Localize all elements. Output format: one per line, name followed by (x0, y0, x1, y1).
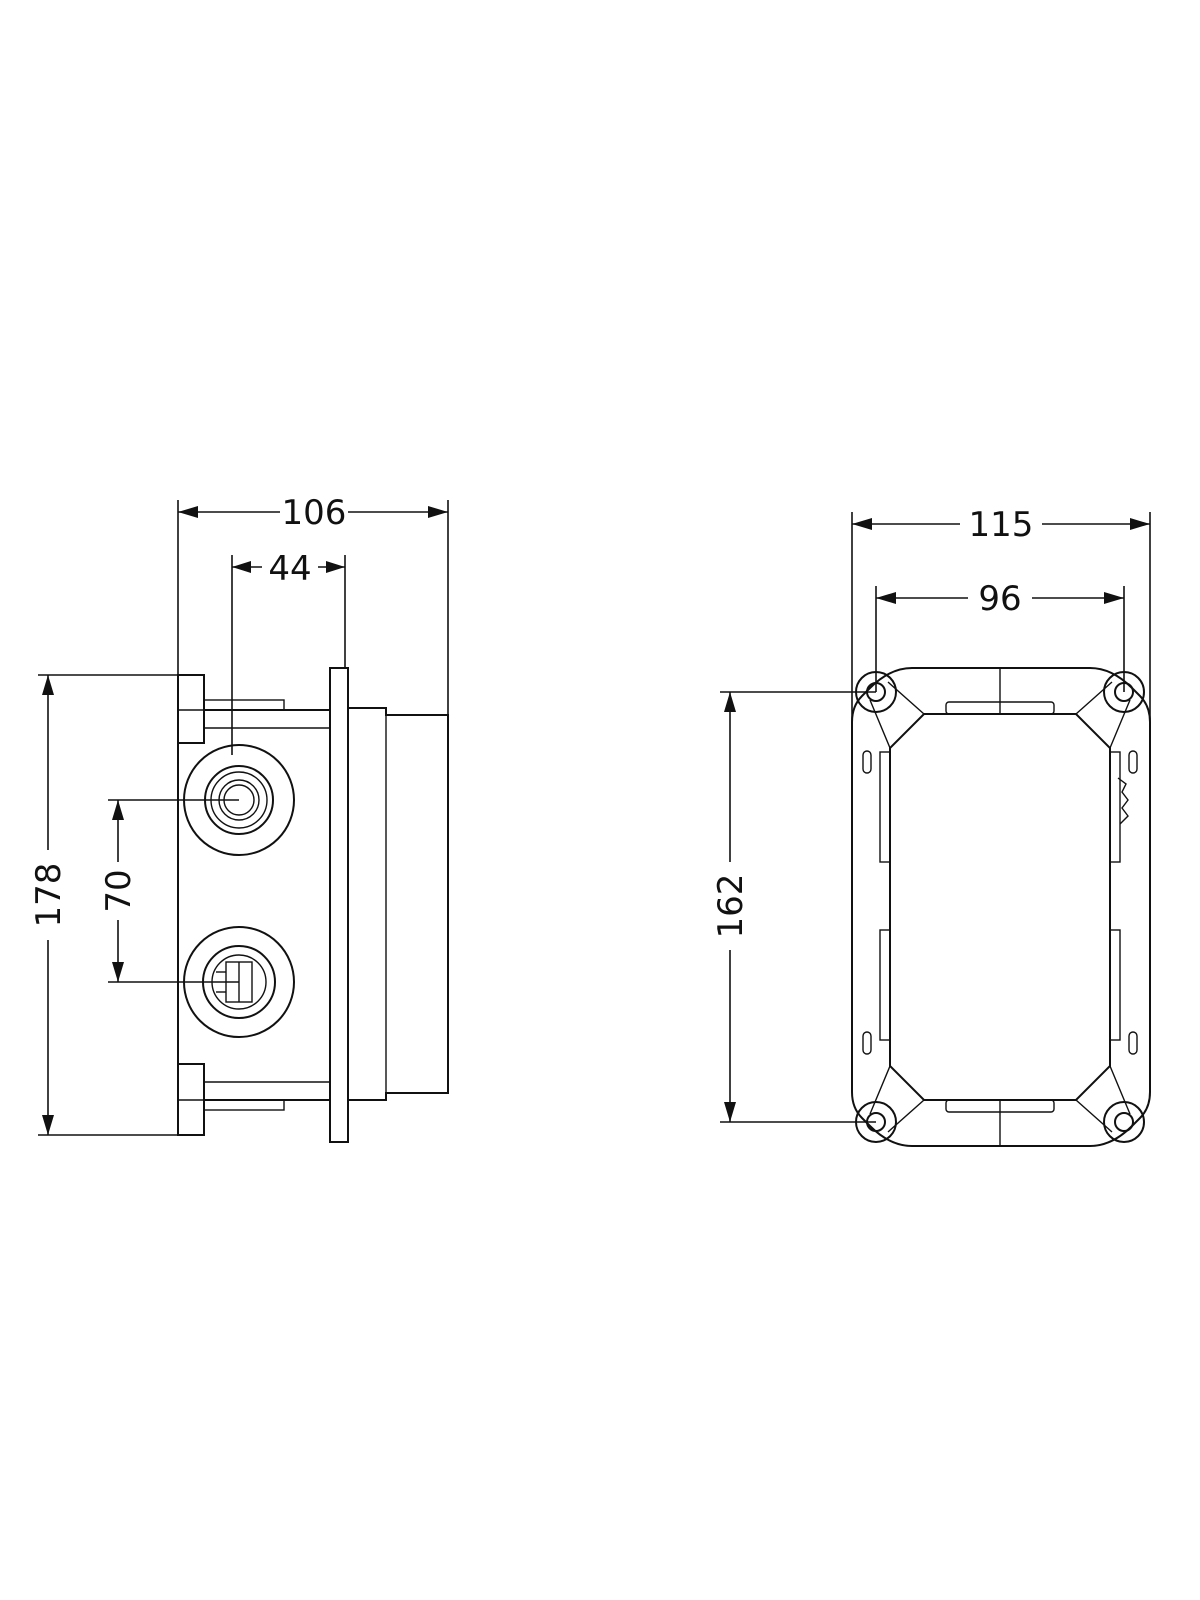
dimension-overall-height-label: 178 (29, 863, 69, 928)
dimension-overall-depth: 106 (177, 493, 449, 715)
front-view-mounting-hole-bottom-right (1103, 1101, 1145, 1143)
front-view-bottom-slot (945, 1099, 1055, 1113)
dimension-mounting-hole-height-label: 162 (711, 874, 751, 939)
front-view-outer-frame (851, 667, 1151, 1147)
dimension-overall-width-label: 115 (969, 505, 1034, 545)
dimension-mounting-hole-width-label: 96 (978, 579, 1021, 619)
side-view-flange-plate (329, 667, 349, 1143)
side-view-top-lug (177, 674, 205, 744)
dimension-overall-depth-label: 106 (282, 493, 347, 533)
dimension-inlet-offset-label: 44 (268, 549, 311, 589)
side-view: 106 44 178 (29, 493, 449, 1143)
dimension-overall-height: 178 (29, 674, 178, 1136)
dimension-inlet-offset: 44 (231, 549, 346, 755)
dimension-mounting-hole-height: 162 (711, 691, 876, 1123)
side-view-cover (348, 707, 449, 1101)
dimension-inlet-spacing: 70 (99, 799, 239, 983)
dimension-mounting-hole-width: 96 (875, 579, 1125, 692)
front-view: 115 96 162 (711, 505, 1151, 1147)
front-view-inner-frame (889, 713, 1111, 1101)
dimension-inlet-spacing-label: 70 (99, 869, 139, 912)
dimension-overall-width: 115 (851, 505, 1151, 722)
front-view-top-slot (945, 701, 1055, 715)
